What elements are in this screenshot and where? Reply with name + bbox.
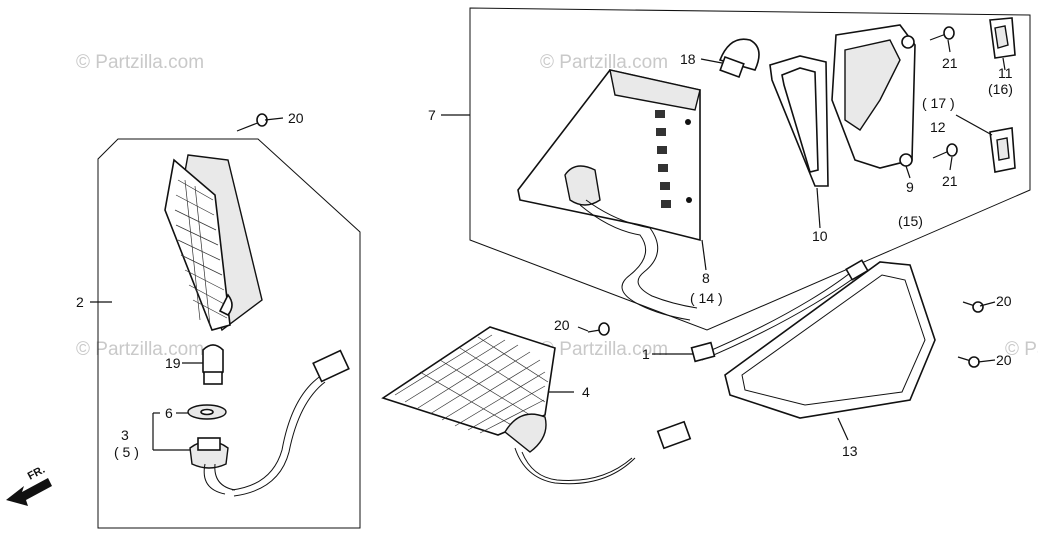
leader-lines [90,39,1006,451]
callout-3: 3 [121,427,129,443]
callout-1: 1 [642,346,650,362]
callout-21: 21 [942,173,958,189]
callout-6: 6 [165,405,173,421]
callout-20: 20 [996,293,1012,309]
clip-icon [989,127,1016,173]
callout-8: 8 [702,270,710,286]
callout-3-alt: ( 5 ) [114,444,139,460]
watermark: © Partzilla.com [540,52,668,73]
callout-4: 4 [582,384,590,400]
assembly-box-left [97,138,361,529]
callout-2: 2 [76,294,84,310]
callout-18: 18 [680,51,696,67]
watermark: © Partzilla.com [1005,339,1038,360]
callout-20: 20 [288,110,304,126]
lens-icon [831,24,916,169]
lens-icon [381,326,692,485]
callout-20: 20 [996,352,1012,368]
lamp-housing-icon [517,69,701,321]
front-direction-label: FR. [26,464,47,483]
watermark: © Partzilla.com [76,339,204,360]
callout-9-alt: (15) [898,213,923,229]
callout-8-alt: ( 14 ) [690,290,723,306]
connector-icon [312,349,350,383]
clip-icon [989,17,1016,59]
screw-icon [957,356,980,368]
screw-icon [929,26,955,41]
callout-7: 7 [428,107,436,123]
bulb-icon [202,344,224,385]
callout-12-alt: ( 17 ) [922,95,955,111]
gasket-icon [769,55,829,187]
callout-11: 11 [998,65,1013,81]
callout-11-alt: (16) [988,81,1013,97]
screw-icon [236,113,268,132]
screw-icon [932,143,958,159]
callout-12: 12 [930,119,946,135]
bulb-icon [718,38,760,79]
watermark: © Partzilla.com [540,339,668,360]
callout-21: 21 [942,55,958,71]
callout-13: 13 [842,443,858,459]
assembly-box-right [469,7,1031,331]
callout-20: 20 [554,317,570,333]
callout-10: 10 [812,228,828,244]
screw-icon [962,301,984,313]
callout-19: 19 [165,355,181,371]
front-direction-arrow-icon [6,478,52,506]
cover-icon [690,259,936,419]
screw-icon [587,322,610,336]
socket-icon [189,437,236,495]
side-marker-lamp-left [164,154,263,332]
callout-9: 9 [906,179,914,195]
watermark: © Partzilla.com [76,52,204,73]
